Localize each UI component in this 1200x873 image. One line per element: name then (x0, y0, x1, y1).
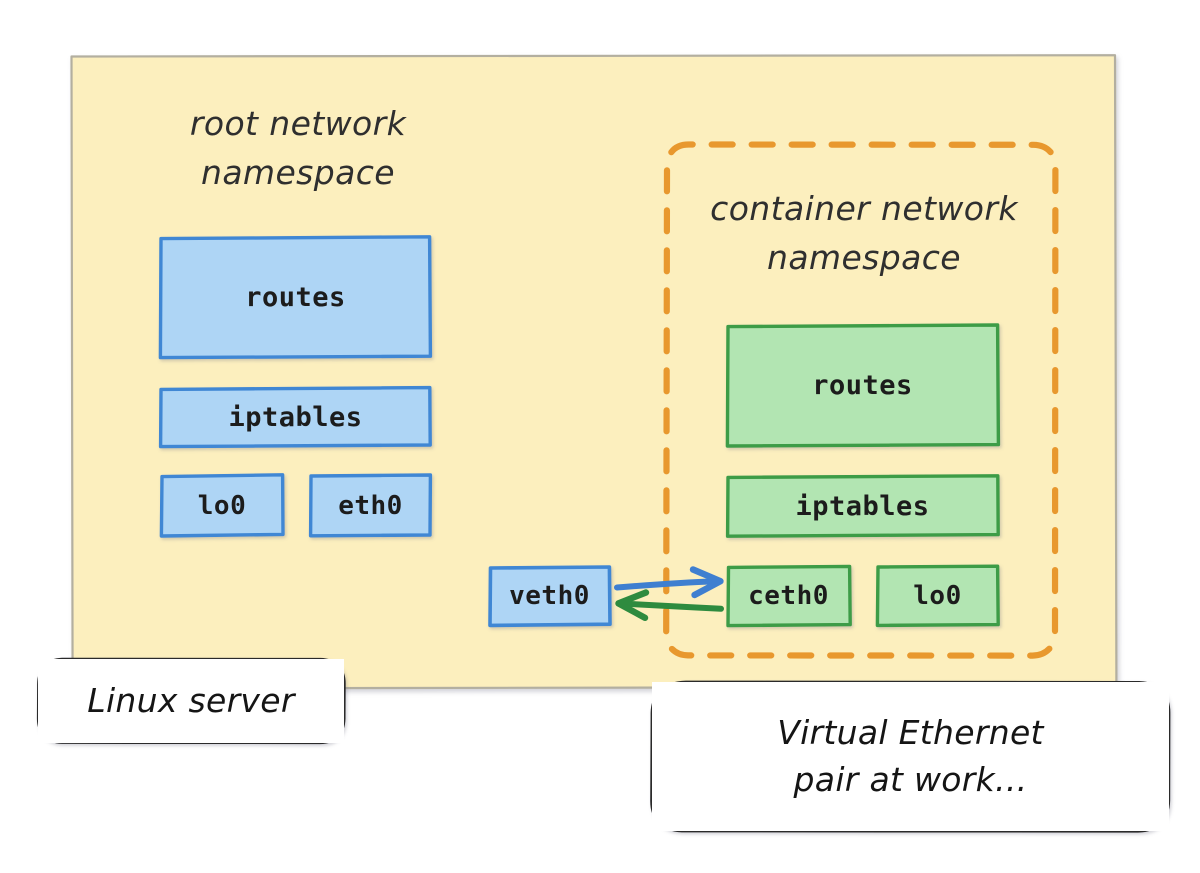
root-lo0-box[interactable]: lo0 (161, 475, 283, 536)
root-veth0-label: veth0 (509, 581, 590, 611)
root-iptables-label: iptables (228, 401, 363, 433)
ctr-iptables-label: iptables (795, 490, 930, 522)
root-eth0-box[interactable]: eth0 (310, 475, 431, 536)
veth-pair-callout[interactable]: Virtual Ethernet pair at work... (652, 682, 1169, 831)
ctr-routes-label: routes (812, 370, 913, 401)
linux-server-callout[interactable]: Linux server (38, 659, 344, 743)
ceth-to-veth-arrow (615, 589, 724, 621)
veth-pair-callout-label: Virtual Ethernet pair at work... (777, 713, 1044, 799)
root-routes-label: routes (245, 282, 346, 313)
root-veth0-box[interactable]: veth0 (489, 567, 610, 625)
root-eth0-label: eth0 (338, 490, 403, 521)
ctr-routes-box[interactable]: routes (727, 325, 998, 446)
ctr-lo0-label: lo0 (913, 580, 962, 611)
ctr-iptables-box[interactable]: iptables (727, 476, 998, 536)
root-namespace-title: root network namespace (189, 104, 407, 192)
ctr-ceth0-box[interactable]: ceth0 (727, 566, 850, 625)
ctr-ceth0-label: ceth0 (748, 580, 829, 611)
container-namespace-title: container network namespace (710, 189, 1018, 277)
root-iptables-box[interactable]: iptables (160, 388, 431, 446)
root-routes-box[interactable]: routes (160, 237, 431, 358)
veth-to-ceth-arrow (614, 566, 724, 599)
ctr-lo0-box[interactable]: lo0 (877, 566, 998, 625)
root-lo0-label: lo0 (197, 490, 247, 521)
linux-server-callout-label: Linux server (87, 680, 295, 720)
